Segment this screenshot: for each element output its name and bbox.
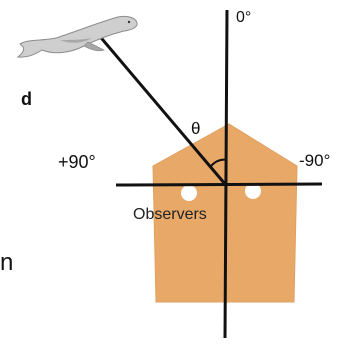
beluga-whale-icon	[18, 16, 137, 57]
observers-label: Observers	[133, 207, 207, 223]
edge-letter: n	[0, 251, 13, 275]
minus-ninety-label: -90°	[299, 152, 330, 169]
whale-eye	[128, 21, 130, 23]
vertical-axis	[225, 10, 227, 338]
distance-label: d	[21, 90, 32, 108]
zero-degree-label: 0°	[236, 10, 251, 26]
plus-ninety-label: +90°	[58, 153, 96, 171]
horizontal-axis	[116, 184, 322, 185]
angle-label: θ	[191, 120, 200, 137]
observer-seat-left	[181, 185, 197, 201]
